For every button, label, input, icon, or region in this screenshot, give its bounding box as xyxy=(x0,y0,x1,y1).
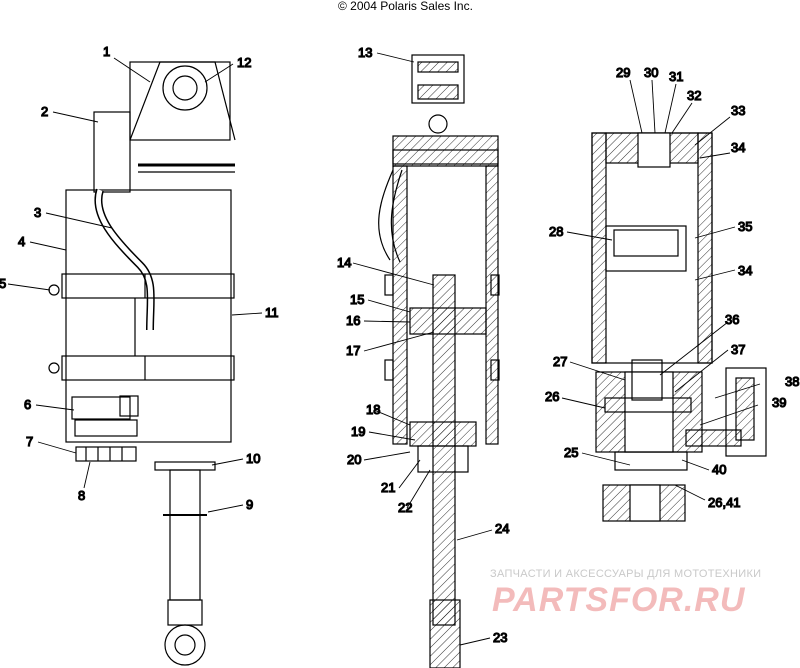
seal-head xyxy=(409,421,477,447)
callout-33: 33 xyxy=(731,103,745,118)
callout-32: 32 xyxy=(687,88,701,103)
watermark-tagline: ЗАПЧАСТИ И АКСЕССУАРЫ ДЛЯ МОТОТЕХНИКИ xyxy=(490,568,762,580)
cylinder-wall-left xyxy=(392,165,408,445)
callout-23: 23 xyxy=(493,630,507,645)
callout-37: 37 xyxy=(731,342,745,357)
lower-clamp-band xyxy=(61,355,235,381)
callout-13: 13 xyxy=(358,45,372,60)
callout-39: 39 xyxy=(772,395,786,410)
callout-1: 1 xyxy=(103,44,110,59)
callout-38: 38 xyxy=(785,374,799,389)
shock-exterior-view xyxy=(48,61,236,666)
callout-20: 20 xyxy=(347,452,361,467)
callout-34-upper: 34 xyxy=(731,140,745,155)
copyright-text: © 2004 Polaris Sales Inc. xyxy=(338,0,473,13)
shock-body xyxy=(65,189,232,443)
callout-9: 9 xyxy=(246,497,253,512)
watermark-logo: PARTSFOR.RU xyxy=(492,581,746,619)
shock-cross-section xyxy=(378,54,500,668)
callout-15: 15 xyxy=(350,292,364,307)
leader-lines xyxy=(7,52,761,646)
callout-29: 29 xyxy=(616,65,630,80)
callout-22: 22 xyxy=(398,500,412,515)
cylinder-wall-right xyxy=(485,165,499,445)
callout-8: 8 xyxy=(78,488,85,503)
upper-eyelet xyxy=(411,54,465,104)
callout-16: 16 xyxy=(346,313,360,328)
callout-26-41: 26,41 xyxy=(708,495,741,510)
callout-11: 11 xyxy=(265,305,279,320)
adjuster-collar xyxy=(71,396,131,420)
floating-piston xyxy=(605,225,687,272)
callout-10: 10 xyxy=(246,451,260,466)
side-fitting xyxy=(725,367,767,457)
upper-clamp-band xyxy=(61,273,235,299)
callout-26: 26 xyxy=(545,389,559,404)
callout-3: 3 xyxy=(34,205,41,220)
callout-14: 14 xyxy=(337,255,351,270)
callout-36: 36 xyxy=(725,312,739,327)
callout-25: 25 xyxy=(564,445,578,460)
callout-7: 7 xyxy=(26,434,33,449)
callout-19: 19 xyxy=(351,424,365,439)
top-mount-eye xyxy=(162,65,208,111)
callout-24: 24 xyxy=(495,521,509,536)
callout-34-lower: 34 xyxy=(738,263,752,278)
callout-4: 4 xyxy=(18,234,25,249)
callout-40: 40 xyxy=(712,462,726,477)
shaft xyxy=(169,469,201,601)
spanner-nut xyxy=(75,446,137,462)
callout-2: 2 xyxy=(41,104,48,119)
callout-21: 21 xyxy=(381,480,395,495)
piston-shaft xyxy=(432,274,456,626)
callout-5: 5 xyxy=(0,276,6,291)
callout-labels: 1 12 2 3 4 5 11 6 7 8 9 10 13 14 15 16 1… xyxy=(0,43,800,645)
callout-6: 6 xyxy=(24,397,31,412)
callout-31: 31 xyxy=(669,69,683,84)
callout-12: 12 xyxy=(237,55,251,70)
reservoir-cross-section xyxy=(591,132,767,522)
callout-30: 30 xyxy=(644,65,658,80)
callout-18: 18 xyxy=(366,402,380,417)
callout-27: 27 xyxy=(553,354,567,369)
callout-17: 17 xyxy=(346,343,360,358)
lower-mount-eye xyxy=(164,624,206,666)
callout-35: 35 xyxy=(738,219,752,234)
callout-28: 28 xyxy=(549,224,563,239)
